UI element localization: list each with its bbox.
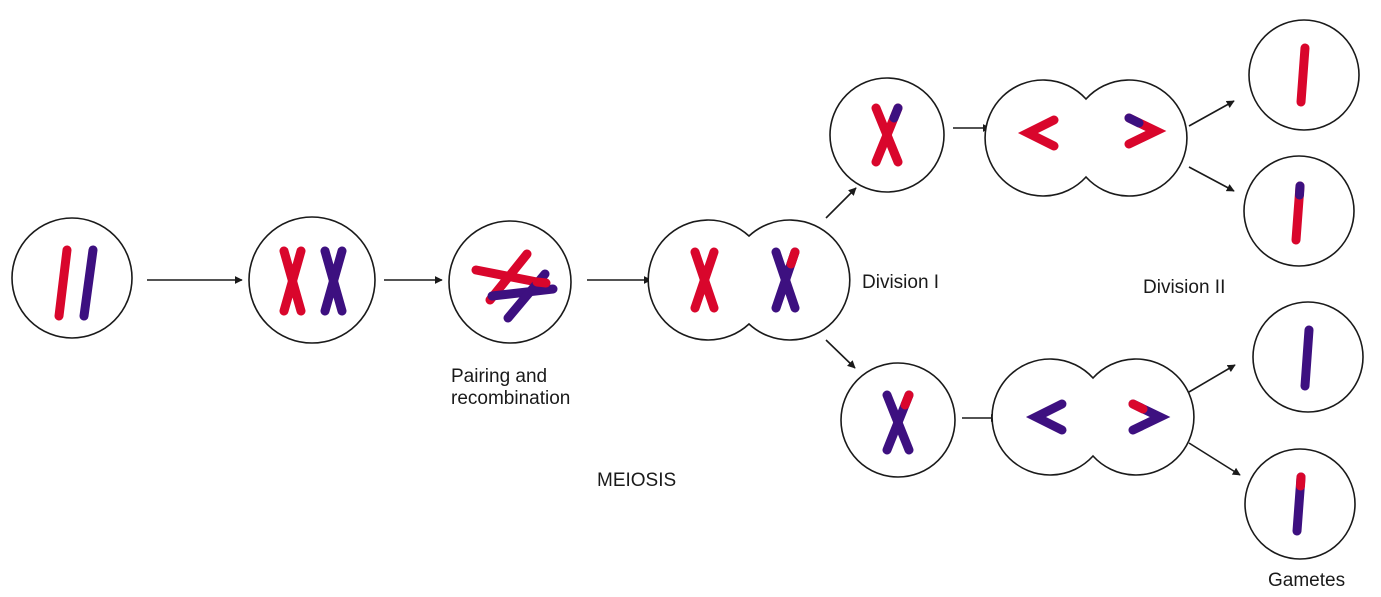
gamete-2: [1243, 155, 1355, 267]
gamete-4: [1244, 448, 1356, 560]
meiosis-label: MEIOSIS: [597, 470, 677, 491]
division-2-cell-lower: [991, 358, 1195, 476]
division-2-label: Division II: [1143, 277, 1226, 298]
secondary-cell-lower: [840, 362, 956, 478]
arrow-4-down: [825, 339, 856, 369]
parent-cell: [11, 217, 133, 339]
division-2-cell-upper: [984, 79, 1188, 197]
gametes-label: Gametes: [1268, 570, 1346, 591]
arrow-6-upper-top: [1188, 100, 1235, 127]
pairing-cell: [448, 220, 572, 344]
division-1-cell: [647, 219, 851, 341]
replicated-cell: [248, 216, 376, 344]
division-1-label: Division I: [862, 272, 940, 293]
arrow-6-lower-top: [1188, 364, 1236, 393]
pairing-label-line1: Pairing and: [451, 366, 548, 387]
arrow-6-lower-bottom: [1188, 442, 1241, 476]
secondary-cell-upper: [829, 77, 945, 193]
arrow-6-upper-bottom: [1188, 166, 1235, 192]
gamete-3: [1252, 301, 1364, 413]
arrow-4-up: [825, 187, 857, 219]
pairing-label-line2: recombination: [451, 388, 571, 409]
gamete-1: [1248, 19, 1360, 131]
